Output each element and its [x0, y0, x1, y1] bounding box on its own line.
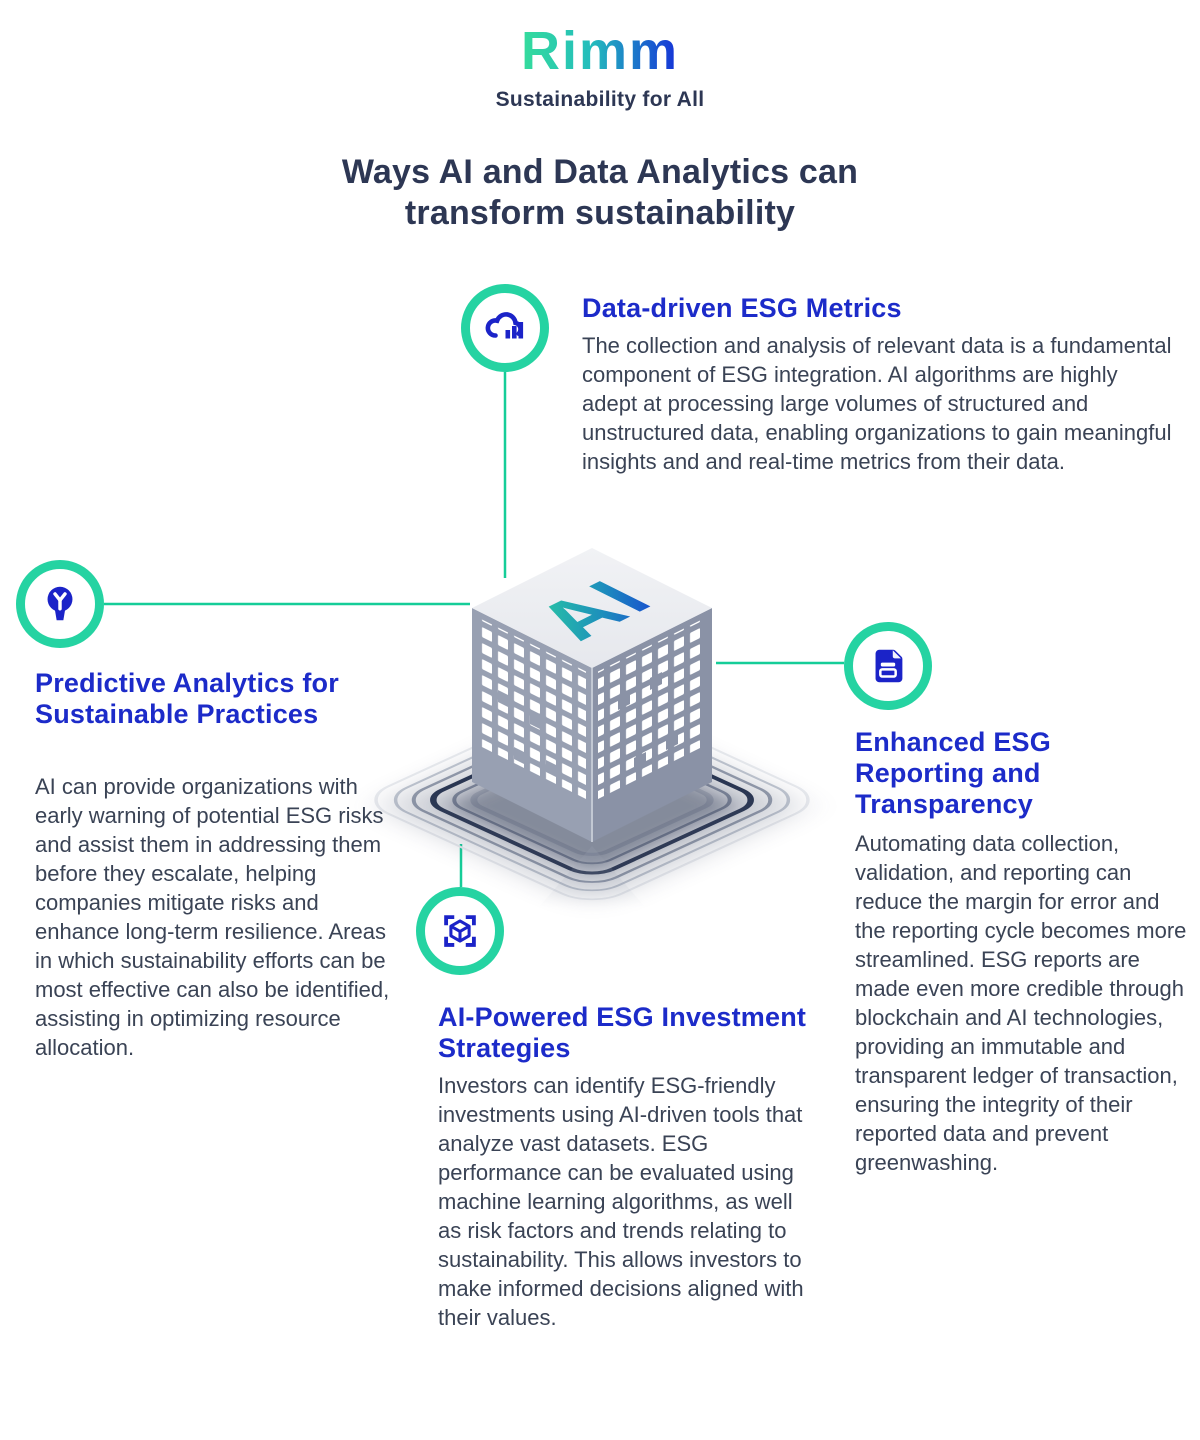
body-investment: Investors can identify ESG-friendly inve…	[438, 1073, 804, 1330]
heading-investment: AI-Powered ESG Investment Strategies	[438, 1002, 807, 1063]
brand-tagline: Sustainability for All	[495, 88, 705, 111]
predictive-icon-circle	[16, 560, 104, 648]
heading-data-driven: Data-driven ESG Metrics	[582, 293, 902, 323]
connector-lines	[104, 372, 844, 887]
ar-cube-icon	[437, 908, 483, 954]
body-reporting: Automating data collection, validation, …	[855, 831, 1187, 1175]
ai-cube: AI	[472, 548, 712, 842]
lightbulb-icon	[37, 581, 83, 627]
document-icon	[865, 643, 911, 689]
cube-reflection	[538, 846, 646, 908]
brand-logo: Rimm	[0, 24, 1200, 78]
body-data-driven: The collection and analysis of relevant …	[582, 333, 1172, 474]
heading-predictive: Predictive Analytics for Sustainable Pra…	[35, 668, 339, 729]
data-driven-icon-circle	[461, 284, 549, 372]
body-predictive: AI can provide organizations with early …	[35, 774, 390, 1060]
heading-reporting: Enhanced ESG Reporting and Transparency	[855, 727, 1051, 819]
cube-top-face	[472, 548, 712, 668]
rimm-logo: Rimm	[520, 21, 680, 81]
cloud-analytics-icon	[481, 304, 529, 352]
investment-icon-circle	[416, 887, 504, 975]
reporting-icon-circle	[844, 622, 932, 710]
page-title: Ways AI and Data Analytics can transform…	[341, 153, 859, 232]
